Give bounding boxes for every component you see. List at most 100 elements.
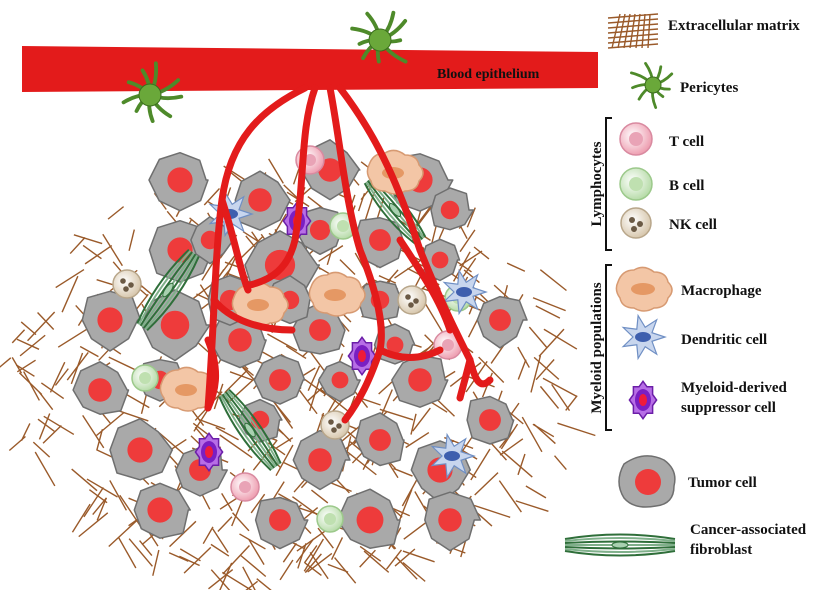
legend-fibroblast-label-line2: fibroblast [690,542,752,558]
ecm-fiber [346,451,377,476]
legend-mdsc-label-line1: Myeloid-derived [681,380,787,396]
ecm-fiber [202,526,214,545]
ecm-fiber [394,257,425,279]
tumor-cell [148,151,209,212]
blood-vessel-band [22,46,598,92]
ecm-fiber [317,527,334,549]
ecm-fiber [250,493,266,514]
ecm-fiber [23,371,40,401]
ecm-fiber [318,245,344,262]
ecm-fiber [42,425,62,444]
ecm-fiber [490,343,506,364]
ecm-fiber [275,444,294,477]
ecm-fiber [539,385,560,409]
tumor-cell [81,290,142,352]
ecm-fiber [219,434,253,459]
ecm-fiber [533,356,560,380]
legend-tumor-cell-icon [618,455,676,508]
ecm-fiber [474,472,499,496]
ecm-fiber [108,356,139,372]
ecm-fiber [402,550,435,563]
ecm-fiber [27,311,56,342]
ecm-fiber [296,528,329,552]
ecm-fiber [109,480,128,511]
ecm-fiber [359,549,376,568]
myeloid-bracket [605,264,612,431]
ecm-fiber [102,233,123,267]
ecm-fiber [330,537,344,561]
ecm-fiber [16,359,36,373]
ecm-fiber [363,550,390,573]
ecm-fiber [319,388,349,412]
ecm-fiber [40,382,65,400]
ecm-fiber [191,409,205,426]
legend-mdsc-icon [628,380,658,420]
ecm-fiber [192,422,211,437]
ecm-fiber [543,328,578,350]
legend-nk-cell-icon [620,207,652,239]
ecm-fiber [49,361,66,393]
ecm-fiber [309,551,329,580]
lymphocytes-group-label: Lymphocytes [589,141,605,226]
ecm-fiber [57,326,92,348]
ecm-fiber [96,429,104,451]
ecm-fiber [539,269,567,292]
ecm-fiber [55,268,85,289]
ecm-fiber [20,423,31,441]
tumor-cell [253,354,306,405]
ecm-fiber [168,552,189,562]
legend-fibroblast-label-line1: Cancer-associated [690,522,807,538]
fibroblast [218,388,282,472]
ecm-fiber [82,415,105,449]
ecm-fiber [553,455,567,470]
ecm-fiber [38,413,51,440]
ecm-fiber [401,477,419,507]
ecm-fiber [393,467,413,477]
ecm-fiber [73,234,103,245]
ecm-fiber [213,383,224,410]
tumor-cell [254,496,309,550]
ecm-fiber [34,451,56,487]
ecm-fiber [412,407,431,432]
legend-pericyte-icon [629,62,674,109]
ecm-fiber [217,516,233,533]
ecm-fiber [15,364,35,377]
ecm-fiber [239,533,266,550]
ecm-fiber [538,328,565,357]
ecm-fiber [71,468,98,492]
ecm-fiber [307,365,321,391]
ecm-fiber [489,441,507,461]
pericyte [350,10,408,64]
ecm-fiber [498,480,522,513]
myeloid-derived-suppressor-cell [347,336,377,376]
ecm-fiber [222,571,253,590]
nk-cell [397,285,427,315]
ecm-fiber [478,356,505,383]
legend-macrophage-label: Macrophage [681,283,762,299]
myeloid-derived-suppressor-cell [628,380,658,420]
ecm-fiber [79,345,99,358]
ecm-fiber [532,423,555,438]
ecm-fiber [379,408,414,421]
ecm-fiber [334,557,357,584]
tumor-cell [391,354,449,408]
fibroblast [564,533,676,557]
ecm-fiber [466,207,476,228]
dendritic-cell [621,313,667,361]
ecm-fiber [272,400,292,423]
ecm-fiber [414,491,428,513]
tumor-cell [317,360,361,403]
ecm-fiber [232,512,250,532]
ecm-fiber [470,448,491,481]
tumor-cell [430,187,475,231]
ecm-fiber [557,422,596,437]
ecm-fiber [304,553,322,574]
ecm-fiber [267,333,298,352]
tumor-cell [424,491,482,552]
ecm-fiber [210,569,231,590]
ecm-fiber [16,338,40,350]
legend-ecm-label: Extracellular matrix [668,18,800,34]
ecm-fiber [245,580,259,590]
ecm-fiber [183,546,212,574]
